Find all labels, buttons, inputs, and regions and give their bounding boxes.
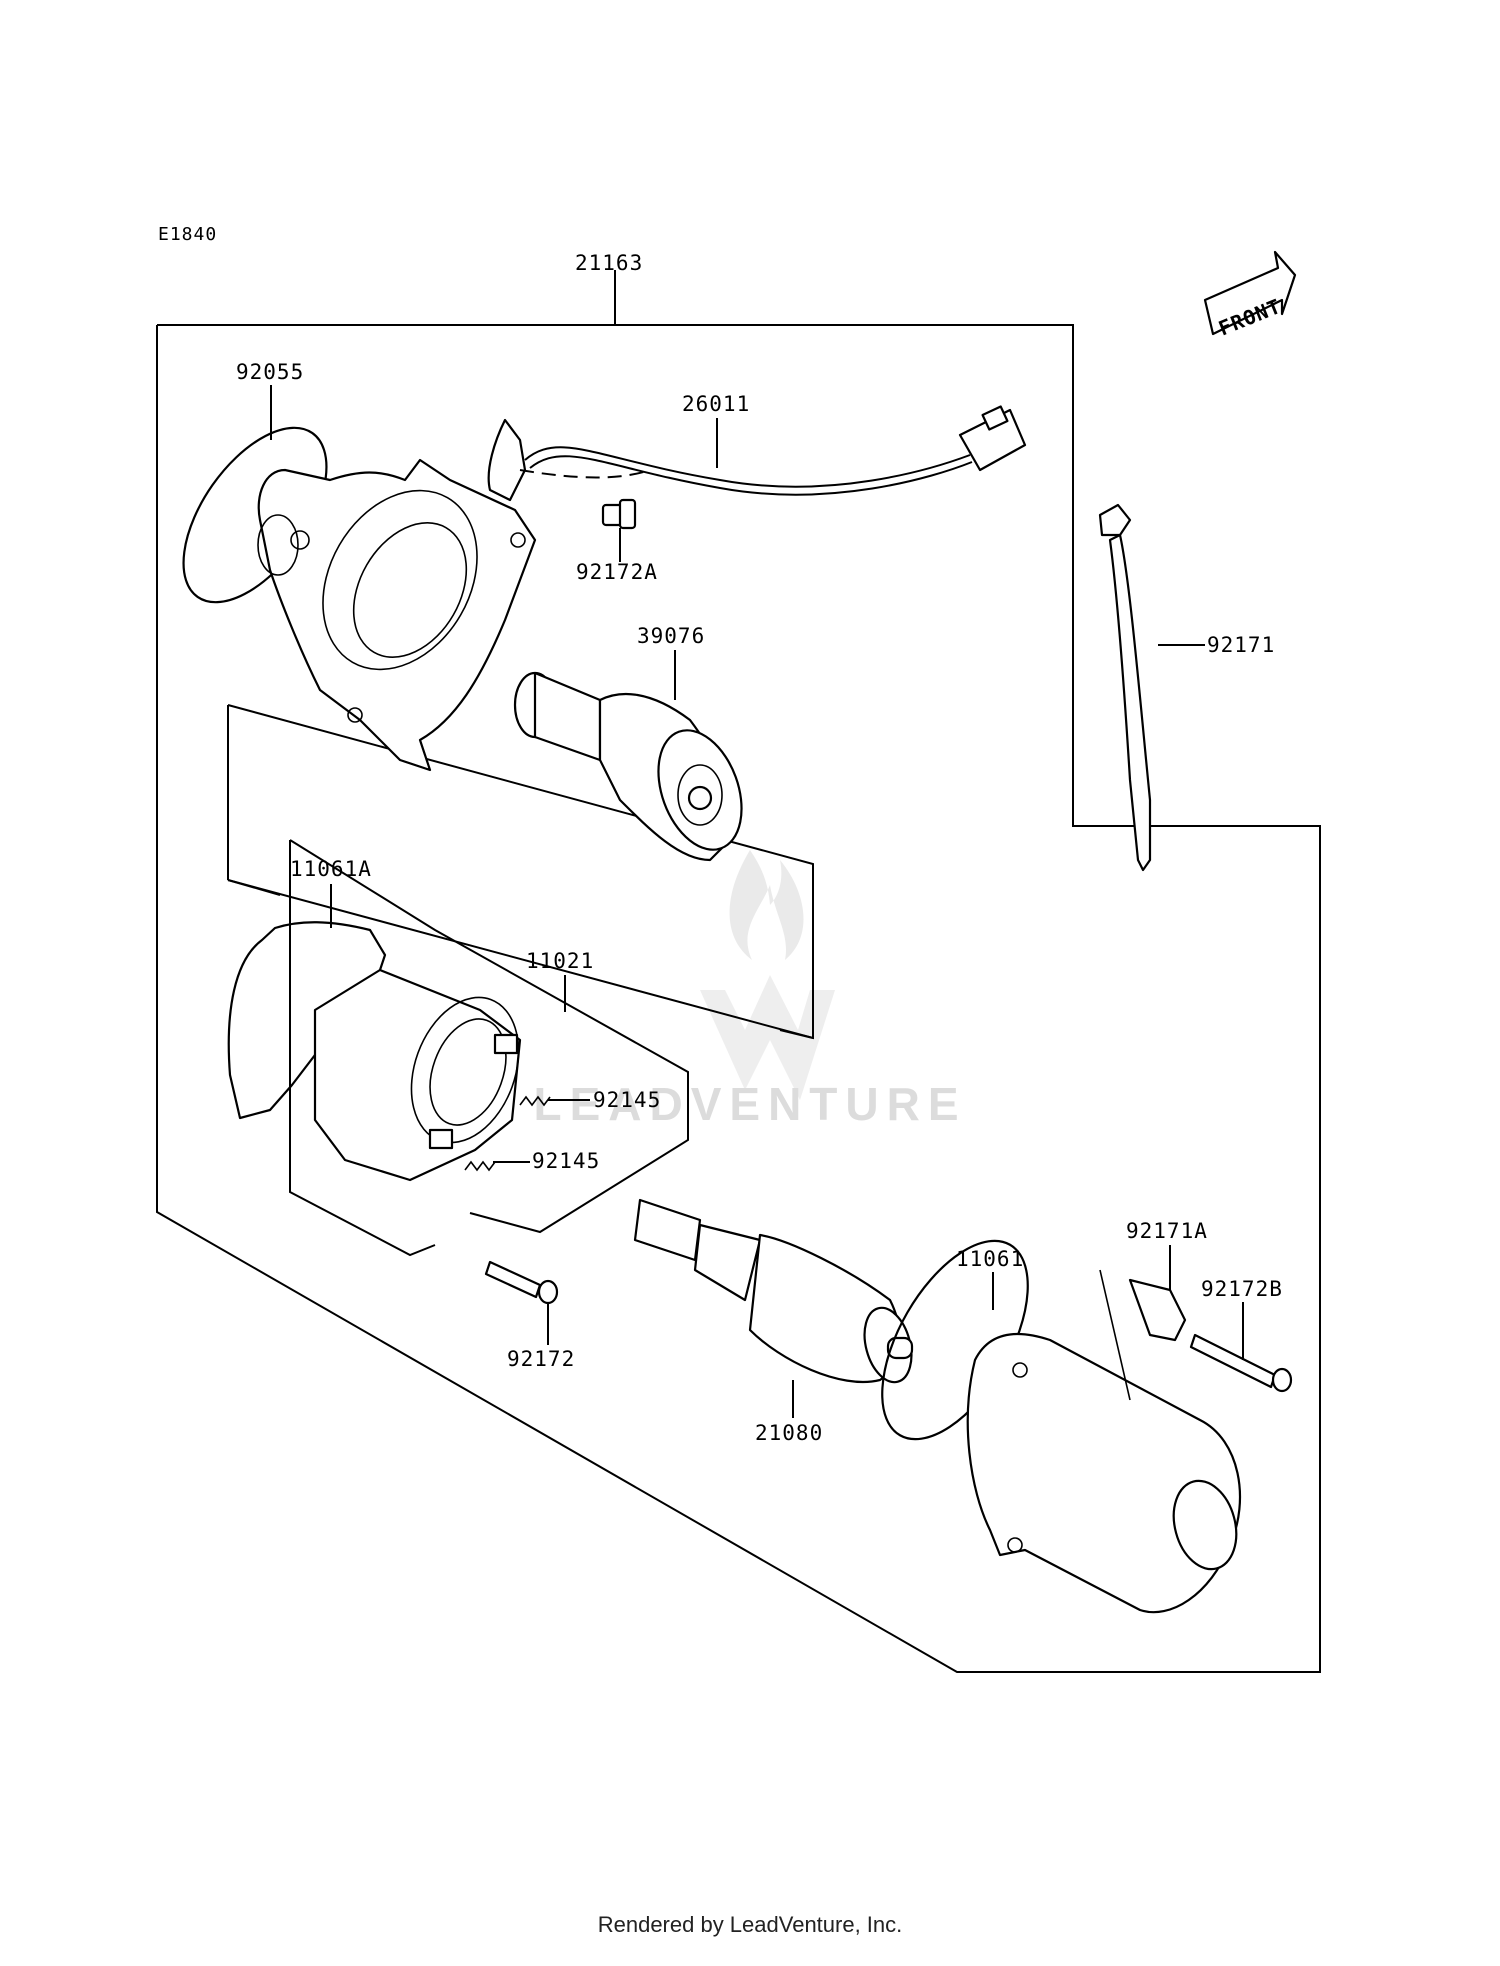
spring-92145-lower <box>464 1160 496 1172</box>
part-label-11061A[interactable]: 11061A <box>290 857 372 881</box>
part-label-92171A[interactable]: 92171A <box>1126 1219 1208 1243</box>
part-label-92172B[interactable]: 92172B <box>1201 1277 1283 1301</box>
part-label-92172A[interactable]: 92172A <box>576 560 658 584</box>
lead-wire-26011 <box>487 405 1027 502</box>
part-label-26011[interactable]: 26011 <box>682 392 750 416</box>
screw-92172 <box>484 1260 559 1305</box>
bolt-92172A <box>601 498 637 530</box>
front-cover-housing <box>257 458 537 772</box>
part-label-92145-lower[interactable]: 92145 <box>532 1149 600 1173</box>
leadventure-watermark-icon <box>700 850 835 1100</box>
part-label-11061[interactable]: 11061 <box>956 1247 1024 1271</box>
brush-holder-group-outline <box>289 839 689 1234</box>
assembly-outline <box>156 324 1321 1673</box>
band-92171 <box>1098 503 1152 872</box>
part-label-92171[interactable]: 92171 <box>1207 633 1275 657</box>
part-label-21163[interactable]: 21163 <box>575 251 643 275</box>
watermark-text: LEADVENTURE <box>533 1078 966 1130</box>
clamp-92171A <box>1128 1278 1187 1342</box>
diagram-id: E1840 <box>158 224 217 245</box>
armature-21080 <box>633 1198 914 1384</box>
bolt-92172B <box>1189 1333 1293 1393</box>
part-label-92145-upper[interactable]: 92145 <box>593 1088 661 1112</box>
part-label-21080[interactable]: 21080 <box>755 1421 823 1445</box>
part-label-39076[interactable]: 39076 <box>637 624 705 648</box>
part-label-11021[interactable]: 11021 <box>526 949 594 973</box>
footer-credit: Rendered by LeadVenture, Inc. <box>597 1912 903 1937</box>
brush-holder-11021 <box>313 968 522 1182</box>
yoke-housing <box>966 1269 1242 1614</box>
part-label-92172[interactable]: 92172 <box>507 1347 575 1371</box>
spring-92145-upper <box>519 1095 551 1107</box>
starter-clutch-39076 <box>513 671 743 862</box>
clutch-group-outline <box>227 704 814 1040</box>
gasket-11061A <box>227 921 387 1120</box>
front-arrow-icon: FRONT <box>1203 250 1297 341</box>
part-label-92055[interactable]: 92055 <box>236 360 304 384</box>
